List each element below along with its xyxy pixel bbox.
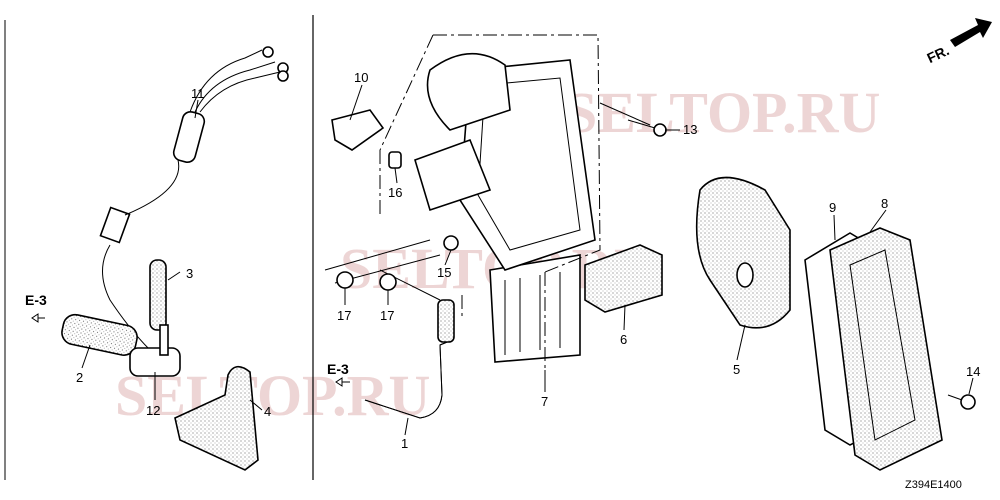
- label-10: 10: [354, 70, 368, 85]
- svg-text:E-3: E-3: [25, 292, 47, 308]
- watermark: SELTOP.RU: [565, 80, 880, 145]
- svg-text:E-3: E-3: [327, 361, 349, 377]
- part-15-nut[interactable]: [443, 235, 459, 251]
- label-5: 5: [733, 362, 740, 377]
- label-17: 17: [337, 308, 351, 323]
- part-8-cover[interactable]: [829, 227, 943, 471]
- part-labels: 11 3 2 12 4 10 16 15 17 17 13 1 7 6 5 9 …: [76, 70, 980, 451]
- part-16-collar[interactable]: [388, 151, 402, 169]
- part-14-screw[interactable]: [960, 394, 976, 410]
- label-12: 12: [146, 403, 160, 418]
- part-7-case[interactable]: [414, 52, 596, 363]
- leader-lines: [81, 84, 974, 436]
- part-4-elbow[interactable]: [174, 365, 259, 471]
- label-4: 4: [264, 404, 271, 419]
- label-14: 14: [966, 364, 980, 379]
- part-10-gasket[interactable]: [331, 109, 385, 151]
- diagram-code: Z394E1400: [905, 479, 962, 491]
- part-3-hose[interactable]: [149, 259, 167, 331]
- label-2: 2: [76, 370, 83, 385]
- label-11: 11: [191, 86, 205, 101]
- label-17: 17: [380, 308, 394, 323]
- front-direction-indicator: FR.: [924, 18, 992, 66]
- part-17-nut[interactable]: [379, 273, 397, 291]
- part-11-harness[interactable]: [99, 46, 289, 351]
- ref-e3-center[interactable]: E-3: [327, 361, 350, 387]
- label-3: 3: [186, 266, 193, 281]
- part-12-fitting[interactable]: [129, 324, 181, 377]
- label-7: 7: [541, 394, 548, 409]
- label-13: 13: [683, 122, 697, 137]
- part-5-element[interactable]: [695, 176, 791, 329]
- part-13-bolt[interactable]: [627, 119, 656, 129]
- part-2-tube[interactable]: [60, 312, 140, 357]
- part-17-nut[interactable]: [336, 271, 354, 289]
- part-1-breather-tube[interactable]: [364, 339, 453, 419]
- label-16: 16: [388, 185, 402, 200]
- label-1: 1: [401, 436, 408, 451]
- ref-e3-left[interactable]: E-3: [25, 292, 47, 323]
- part-6-foam[interactable]: [584, 244, 663, 313]
- label-8: 8: [881, 196, 888, 211]
- label-6: 6: [620, 332, 627, 347]
- svg-text:FR.: FR.: [924, 42, 951, 66]
- label-9: 9: [829, 200, 836, 215]
- assembly-boundary: [433, 34, 601, 273]
- label-15: 15: [437, 265, 451, 280]
